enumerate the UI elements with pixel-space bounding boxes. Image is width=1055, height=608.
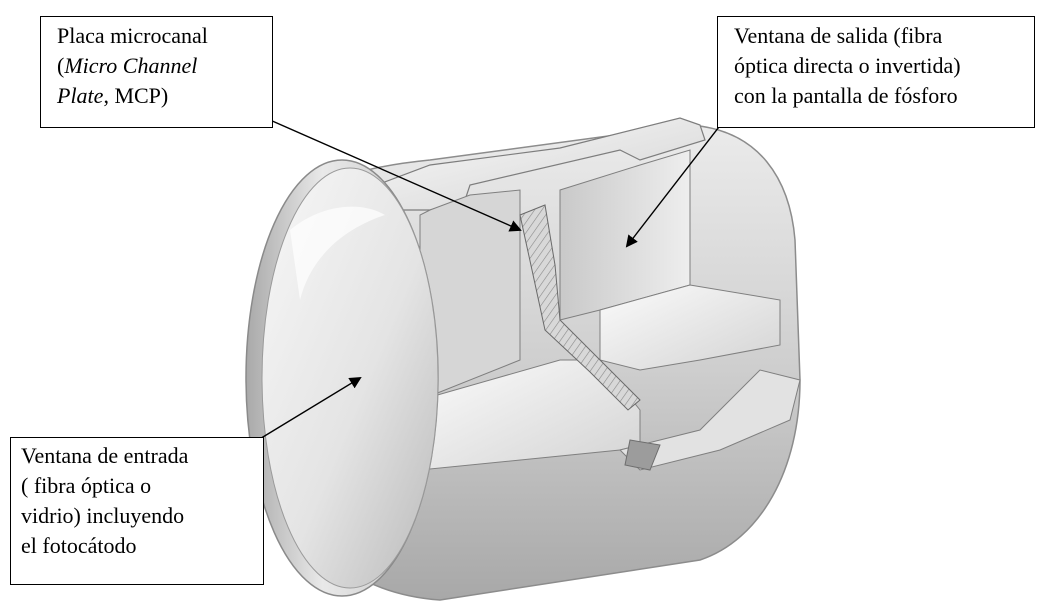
mcp-line1: Placa microcanal [57, 23, 208, 48]
input-window-callout: Ventana de entrada ( fibra óptica o vidr… [10, 437, 264, 585]
input-line3: vidrio) incluyendo [21, 503, 184, 528]
input-line4: el fotocátodo [21, 533, 136, 558]
input-line2: ( fibra óptica o [21, 473, 151, 498]
output-line2: óptica directa o invertida) [734, 53, 961, 78]
output-line3: con la pantalla de fósforo [734, 83, 958, 108]
output-line1: Ventana de salida (fibra [734, 23, 942, 48]
output-window-callout: Ventana de salida (fibra óptica directa … [717, 16, 1035, 128]
mcp-line3-italic: Plate [57, 83, 103, 108]
input-line1: Ventana de entrada [21, 443, 188, 468]
mcp-callout: Placa microcanal (Micro Channel Plate, M… [40, 16, 273, 128]
mcp-line2-italic: Micro Channel [64, 53, 197, 78]
mcp-line3-rest: , MCP) [103, 83, 168, 108]
